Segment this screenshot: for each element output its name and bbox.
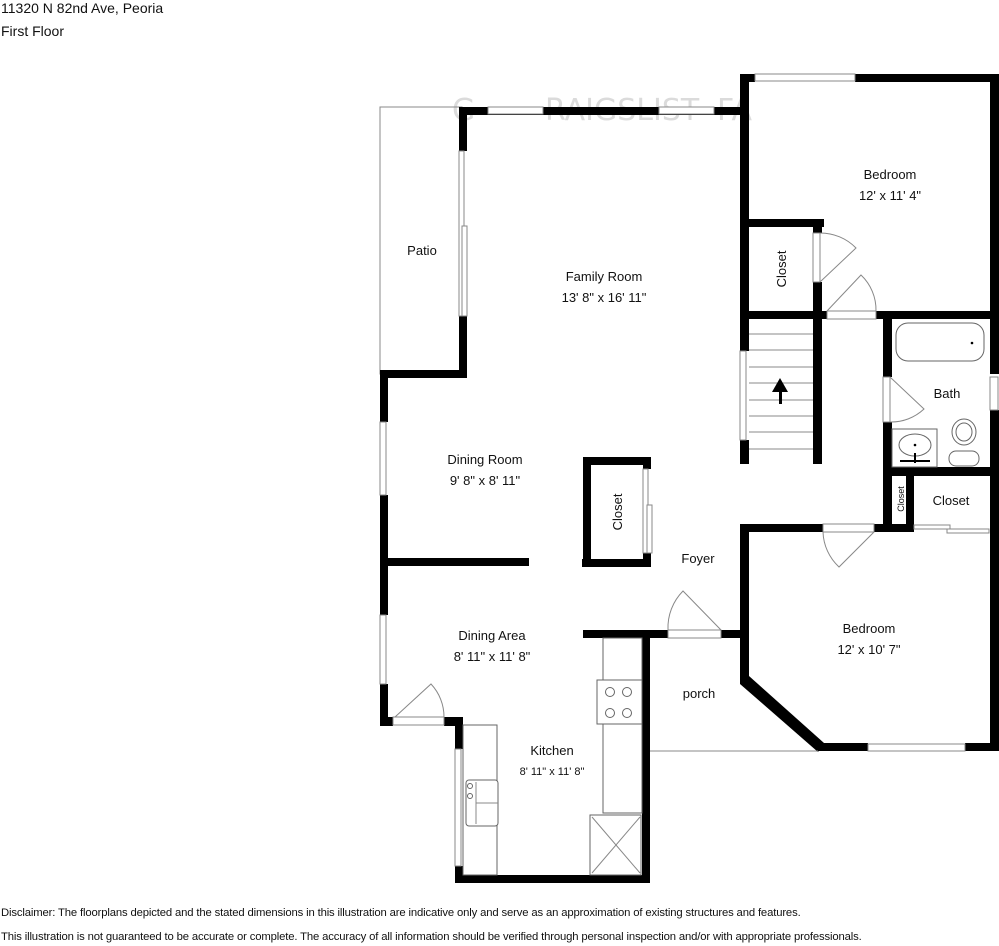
stove: [596, 679, 643, 725]
arrow-up-icon: [772, 378, 788, 404]
disclaimer-line-1: Disclaimer: The floorplans depicted and …: [1, 907, 801, 919]
label-patio: Patio: [407, 243, 437, 258]
floor-label: First Floor: [1, 23, 64, 39]
toilet: [948, 418, 980, 467]
label-bath: Bath: [934, 386, 961, 401]
doors: [392, 232, 925, 726]
dims-family-room: 13' 8" x 16' 11": [562, 290, 647, 305]
patio: [379, 106, 463, 375]
label-dining-area: Dining Area: [458, 628, 526, 643]
kitchen-sink: [465, 779, 499, 827]
property-address: 11320 N 82nd Ave, Peoria: [1, 0, 164, 16]
label-dining-room: Dining Room: [447, 452, 522, 467]
label-foyer: Foyer: [681, 551, 715, 566]
disclaimer-line-2: This illustration is not guaranteed to b…: [1, 931, 862, 943]
label-closet-bedroom-1: Closet: [774, 250, 789, 287]
dims-dining-room: 9' 8" x 8' 11": [450, 473, 521, 488]
refrigerator: [589, 814, 642, 876]
label-bedroom-1: Bedroom: [864, 167, 917, 182]
label-bedroom-2: Bedroom: [843, 621, 896, 636]
label-family-room: Family Room: [566, 269, 643, 284]
label-kitchen: Kitchen: [530, 743, 573, 758]
label-closet-small: Closet: [896, 486, 906, 512]
room-labels: Patio Family Room 13' 8" x 16' 11" Bedro…: [407, 167, 970, 778]
dims-kitchen: 8' 11" x 11' 8": [520, 766, 585, 778]
bathtub: [895, 322, 985, 362]
windows: [379, 73, 999, 867]
label-closet-hall: Closet: [933, 493, 970, 508]
label-porch: porch: [683, 686, 716, 701]
walls: [380, 74, 999, 883]
dims-bedroom-1: 12' x 11' 4": [859, 188, 921, 203]
stairs: [749, 333, 813, 450]
dims-dining-area: 8' 11" x 11' 8": [454, 649, 531, 664]
sink: [891, 428, 938, 468]
dims-bedroom-2: 12' x 10' 7": [837, 642, 900, 657]
label-closet-center: Closet: [610, 493, 625, 530]
